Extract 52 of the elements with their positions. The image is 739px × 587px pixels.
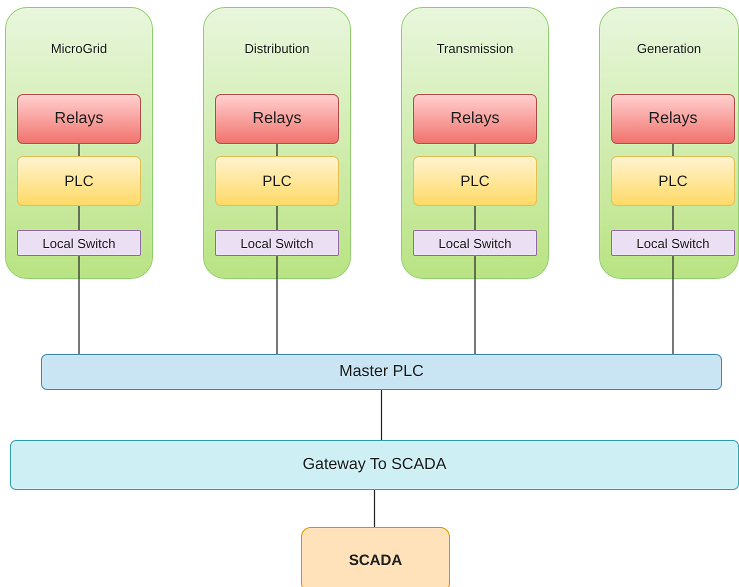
plc-box [611, 156, 735, 206]
relays-box [17, 94, 141, 144]
node-label: PLC [262, 172, 292, 190]
connector-line [672, 206, 674, 230]
plc-box [17, 156, 141, 206]
connector-line [474, 206, 476, 230]
switch-box [611, 230, 735, 256]
node-label: Relays [252, 110, 302, 128]
node-label: Local Switch [240, 236, 314, 250]
relays-box [215, 94, 339, 144]
plc-box [215, 156, 339, 206]
relays-box [413, 94, 537, 144]
node-label: PLC [64, 172, 94, 190]
node-label: Relays [648, 110, 698, 128]
group-panel [401, 7, 549, 279]
connector-line [78, 206, 80, 230]
group-panel [599, 7, 739, 279]
master-plc-bar [41, 354, 722, 390]
node-label: Local Switch [42, 236, 116, 250]
connector-line [672, 144, 674, 156]
group-panel [5, 7, 153, 279]
node-label: Relays [54, 110, 104, 128]
connector-line [276, 206, 278, 230]
scada-box [301, 527, 450, 587]
node-label: Local Switch [438, 236, 512, 250]
connector-line [380, 390, 382, 440]
plc-box [413, 156, 537, 206]
gateway-bar [10, 440, 739, 490]
connector-line [474, 144, 476, 156]
switch-box [215, 230, 339, 256]
node-label: Relays [450, 110, 500, 128]
node-label: Gateway To SCADA [302, 456, 446, 474]
group-title: Transmission [436, 41, 514, 56]
node-label: Local Switch [636, 236, 710, 250]
connector-line [276, 144, 278, 156]
group-title: Generation [636, 41, 702, 56]
node-label: PLC [658, 172, 688, 190]
node-label: PLC [460, 172, 490, 190]
group-title: Distribution [243, 41, 311, 56]
switch-box [17, 230, 141, 256]
node-label: SCADA [348, 552, 402, 568]
connector-line [78, 256, 80, 354]
connector-line [276, 256, 278, 354]
node-label: Master PLC [339, 363, 424, 381]
relays-box [611, 94, 735, 144]
group-title: MicroGrid [50, 41, 108, 56]
switch-box [413, 230, 537, 256]
connector-line [672, 256, 674, 354]
connector-line [474, 256, 476, 354]
connector-line [374, 490, 376, 527]
group-panel [203, 7, 351, 279]
connector-line [78, 144, 80, 156]
